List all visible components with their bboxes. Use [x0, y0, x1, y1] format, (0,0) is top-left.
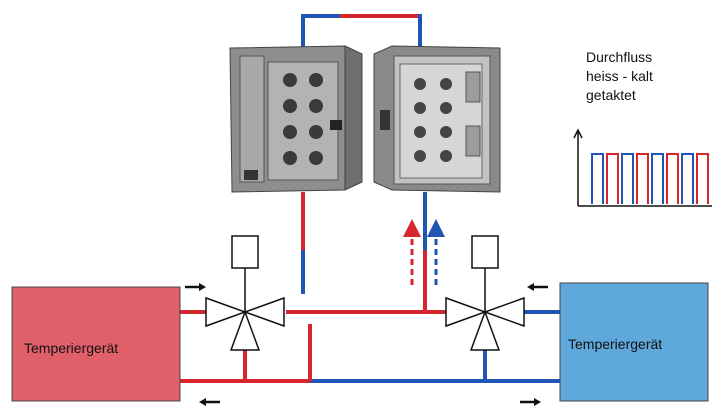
actuator-icon	[231, 235, 259, 269]
three-way-valve-icon	[445, 235, 525, 351]
flow-label-line3: getaktet	[586, 87, 636, 103]
direction-arrows	[185, 283, 548, 406]
flow-label-line1: Durchfluss	[586, 49, 653, 65]
flow-description: Durchfluss heiss - kalt getaktet	[586, 48, 653, 105]
mold-right-half	[373, 45, 501, 193]
unit-right-label: Temperiergerät	[568, 336, 662, 352]
three-way-valve-icon	[205, 235, 285, 351]
unit-left-label: Temperiergerät	[24, 340, 118, 356]
injection-mold-icon	[229, 45, 501, 193]
top-loop-pipe	[301, 14, 422, 48]
temperature-unit-left: Temperiergerät	[11, 286, 181, 402]
actuator-icon	[471, 235, 499, 269]
square-wave-icon	[573, 128, 712, 207]
mold-left-half	[229, 45, 363, 193]
flow-label-line2: heiss - kalt	[586, 68, 653, 84]
temperature-unit-right: Temperiergerät	[559, 282, 709, 402]
